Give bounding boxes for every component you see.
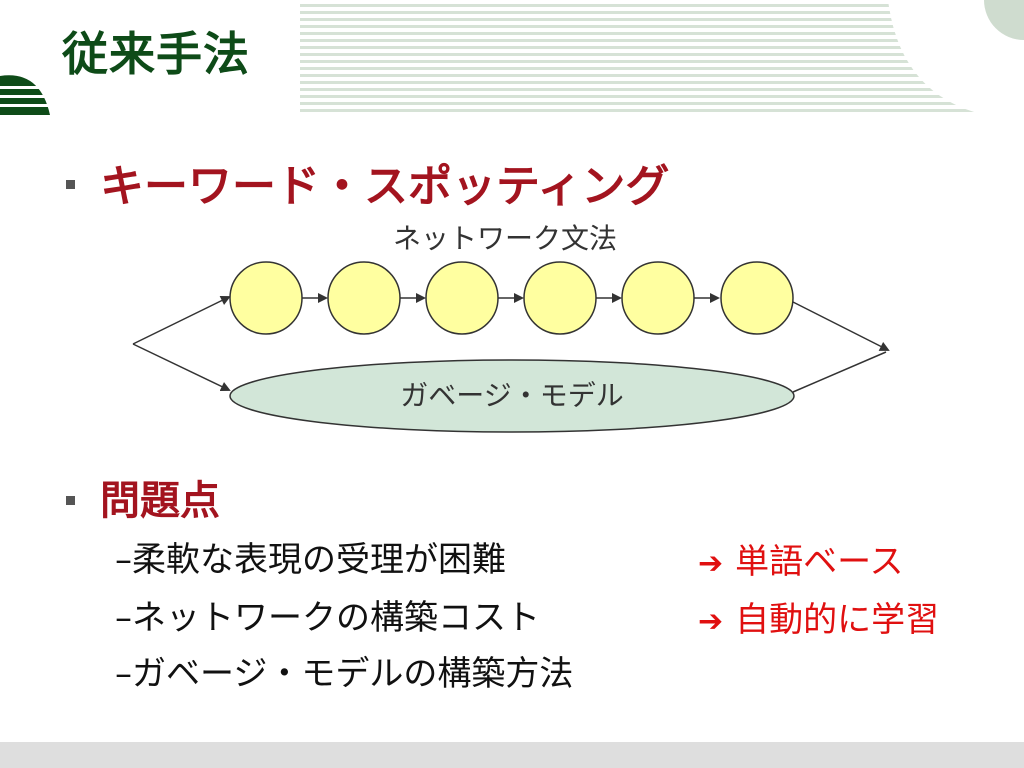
branch-out-top (792, 301, 890, 351)
problem-item-2: –ネットワークの構築コスト (115, 590, 540, 639)
solution-text: 単語ベース (735, 542, 904, 582)
problems-heading: 問題点 (100, 478, 220, 524)
keyword-spotting-heading: キーワード・スポッティング (100, 161, 670, 212)
grammar-node-2 (327, 261, 401, 335)
bullet-square-icon (66, 496, 75, 505)
garbage-model-ellipse (229, 359, 795, 433)
solution-2: ➔ 自動的に学習 (698, 592, 939, 641)
branch-in-bottom (132, 343, 231, 392)
dash: – (115, 654, 132, 694)
dash: – (115, 540, 132, 580)
grammar-node-6 (720, 261, 794, 335)
solution-1: ➔ 単語ベース (698, 534, 903, 583)
problem-item-3: –ガベージ・モデルの構築方法 (115, 646, 573, 695)
dash: – (115, 598, 132, 638)
footer-bar (0, 742, 1024, 768)
right-arrow-icon: ➔ (698, 604, 724, 639)
header-curve (888, 0, 1024, 115)
grammar-node-1 (229, 261, 303, 335)
page-title: 従来手法 (62, 27, 250, 81)
branch-in-top (132, 296, 231, 345)
bullet-square-icon (66, 180, 75, 189)
problem-item-1: –柔軟な表現の受理が困難 (115, 532, 506, 581)
grammar-node-3 (425, 261, 499, 335)
grammar-node-4 (523, 261, 597, 335)
problem-text: ガベージ・モデルの構築方法 (132, 654, 574, 694)
header-decoration (0, 0, 1024, 115)
solution-text: 自動的に学習 (735, 600, 940, 640)
branch-out-bottom (792, 351, 887, 393)
title-backdrop (0, 0, 300, 115)
problem-text: ネットワークの構築コスト (132, 598, 540, 638)
right-arrow-icon: ➔ (698, 546, 724, 581)
grammar-node-5 (621, 261, 695, 335)
network-grammar-label: ネットワーク文法 (393, 222, 617, 255)
corner-circle-decoration (984, 0, 1024, 40)
problem-text: 柔軟な表現の受理が困難 (132, 540, 506, 580)
garbage-model-label: ガベージ・モデル (400, 379, 623, 412)
